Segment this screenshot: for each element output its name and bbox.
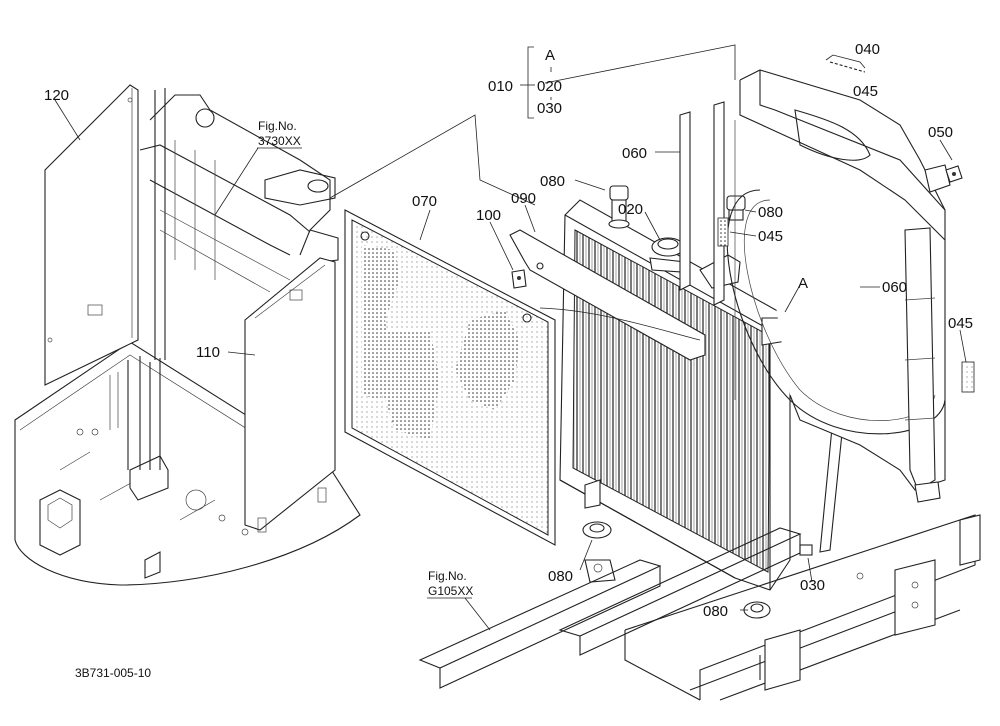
label-030: 030: [800, 577, 825, 594]
label-100: 100: [476, 207, 501, 224]
fig-ref-bottom-label: Fig.No.: [428, 569, 467, 583]
part-090-bracket: [509, 229, 706, 361]
label-080-d: 080: [703, 603, 728, 620]
part-045-pad-mid: [717, 217, 729, 247]
part-080-mount-bottom-right: [743, 601, 771, 680]
part-labels: 010 A 020 030 040 045 050 060 080 070 09…: [44, 41, 973, 680]
label-110: 110: [196, 344, 220, 361]
part-080-mount-top: [608, 185, 630, 229]
part-060-seal-left: [679, 101, 725, 306]
part-080-mount-bottom-left: [582, 521, 616, 583]
part-030-drain-plug: [799, 544, 813, 556]
label-040: 040: [855, 41, 880, 58]
label-A-top: A: [545, 47, 555, 64]
upper-bracket-frame: [139, 94, 339, 293]
label-020-top: 020: [537, 78, 562, 95]
label-080-b: 080: [758, 204, 783, 221]
part-120-side-panel: [44, 84, 139, 386]
part-100-bolt: [511, 269, 527, 289]
fig-ref-top-label: Fig.No.: [258, 119, 297, 133]
part-050-bolt: [945, 165, 963, 183]
label-020: 020: [618, 201, 643, 218]
radiator-cap: [649, 237, 741, 289]
label-070: 070: [412, 193, 437, 210]
label-080-a: 080: [540, 173, 565, 190]
part-110-cover-panel: [244, 257, 336, 533]
chassis-frame-rails: [418, 514, 981, 701]
label-090: 090: [511, 190, 536, 207]
label-060-b: 060: [882, 279, 907, 296]
label-120: 120: [44, 87, 69, 104]
footer-code: 3B731-005-10: [75, 666, 151, 680]
leader-lines: [54, 46, 967, 631]
label-050: 050: [928, 124, 953, 141]
cabin-floor-frame: [14, 88, 361, 586]
label-045-top: 045: [853, 83, 878, 100]
fig-ref-bottom-number: G105XX: [428, 584, 473, 598]
label-010: 010: [488, 78, 513, 95]
label-080-c: 080: [548, 568, 573, 585]
label-060-a: 060: [622, 145, 647, 162]
fig-ref-top-number: 3730XX: [258, 134, 301, 148]
label-045-mid: 045: [758, 228, 783, 245]
label-030-top: 030: [537, 100, 562, 117]
part-080-mount-right: [726, 195, 746, 221]
label-A: A: [798, 275, 808, 292]
part-045-pad-top: [829, 61, 866, 73]
assembly-lines: [329, 44, 736, 341]
part-045-pad-right: [961, 361, 975, 393]
label-045-right: 045: [948, 315, 973, 332]
part-040-fan-shroud: [726, 69, 951, 503]
part-070-mesh-screen: [344, 209, 556, 546]
